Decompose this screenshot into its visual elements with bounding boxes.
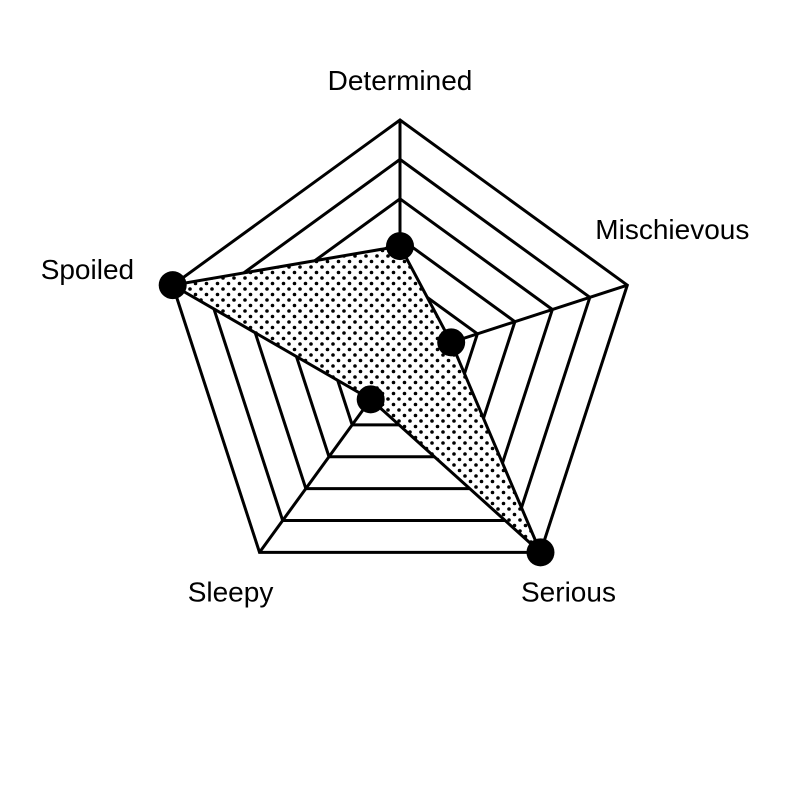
point-mischievous: [437, 328, 466, 357]
point-serious: [526, 538, 555, 567]
spoke-mischievous: [439, 283, 628, 348]
axis-label-spoiled: Spoiled: [41, 254, 134, 285]
series-area-0: [168, 244, 542, 554]
point-spoiled: [158, 271, 187, 300]
point-sleepy: [356, 385, 385, 414]
axis-label-sleepy: Sleepy: [188, 576, 274, 607]
axis-label-determined: Determined: [328, 65, 473, 96]
radar-series: [158, 232, 555, 567]
point-determined: [386, 232, 414, 261]
spoke-sleepy: [258, 392, 377, 554]
grid-ring-5: [170, 118, 630, 554]
axis-label-serious: Serious: [521, 576, 616, 607]
axis-label-mischievous: Mischievous: [595, 214, 749, 245]
